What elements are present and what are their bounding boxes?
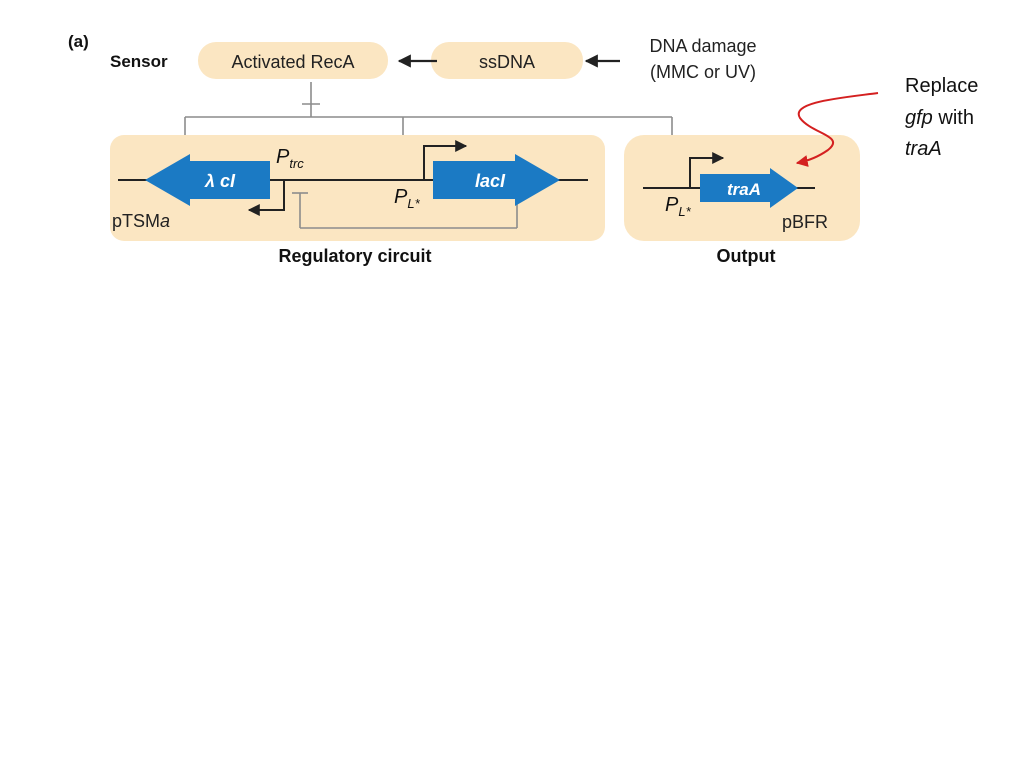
panel-label: (a) — [68, 32, 89, 51]
ptsm-plasmid-label: pTSMa — [112, 211, 170, 231]
pl-promoter-arrow — [423, 140, 468, 180]
lambda-ci-gene — [145, 154, 270, 206]
pbfr-plasmid-label: pBFR — [782, 212, 828, 232]
traa-gene — [700, 168, 798, 208]
activated-reca-box — [198, 42, 388, 79]
annotation-line1: Replace — [905, 75, 978, 97]
annotation-line2: gfp with — [905, 107, 974, 129]
dna-damage-line2: (MMC or UV) — [650, 62, 756, 82]
activated-reca-label: Activated RecA — [231, 52, 354, 72]
dna-damage-line1: DNA damage — [649, 36, 756, 56]
replace-annotation-arrow — [795, 92, 879, 167]
ssdna-label: ssDNA — [479, 52, 535, 72]
laci-gene — [433, 154, 560, 206]
lambda-ci-label: λ cI — [204, 171, 236, 191]
traa-label: traA — [727, 180, 761, 199]
ssdna-box — [431, 42, 583, 79]
pl-label: PL* — [394, 186, 421, 211]
laci-label: lacI — [475, 171, 506, 191]
ptrc-promoter-arrow — [247, 180, 285, 216]
pl2-promoter-arrow — [689, 152, 725, 188]
pl2-label: PL* — [665, 194, 692, 219]
ptrc-label: Ptrc — [276, 146, 304, 171]
laci-repression-loop — [292, 192, 518, 229]
regulatory-circuit-caption: Regulatory circuit — [278, 246, 431, 266]
annotation-line3: traA — [905, 138, 942, 160]
output-caption: Output — [717, 246, 776, 266]
sensor-label: Sensor — [110, 52, 168, 71]
